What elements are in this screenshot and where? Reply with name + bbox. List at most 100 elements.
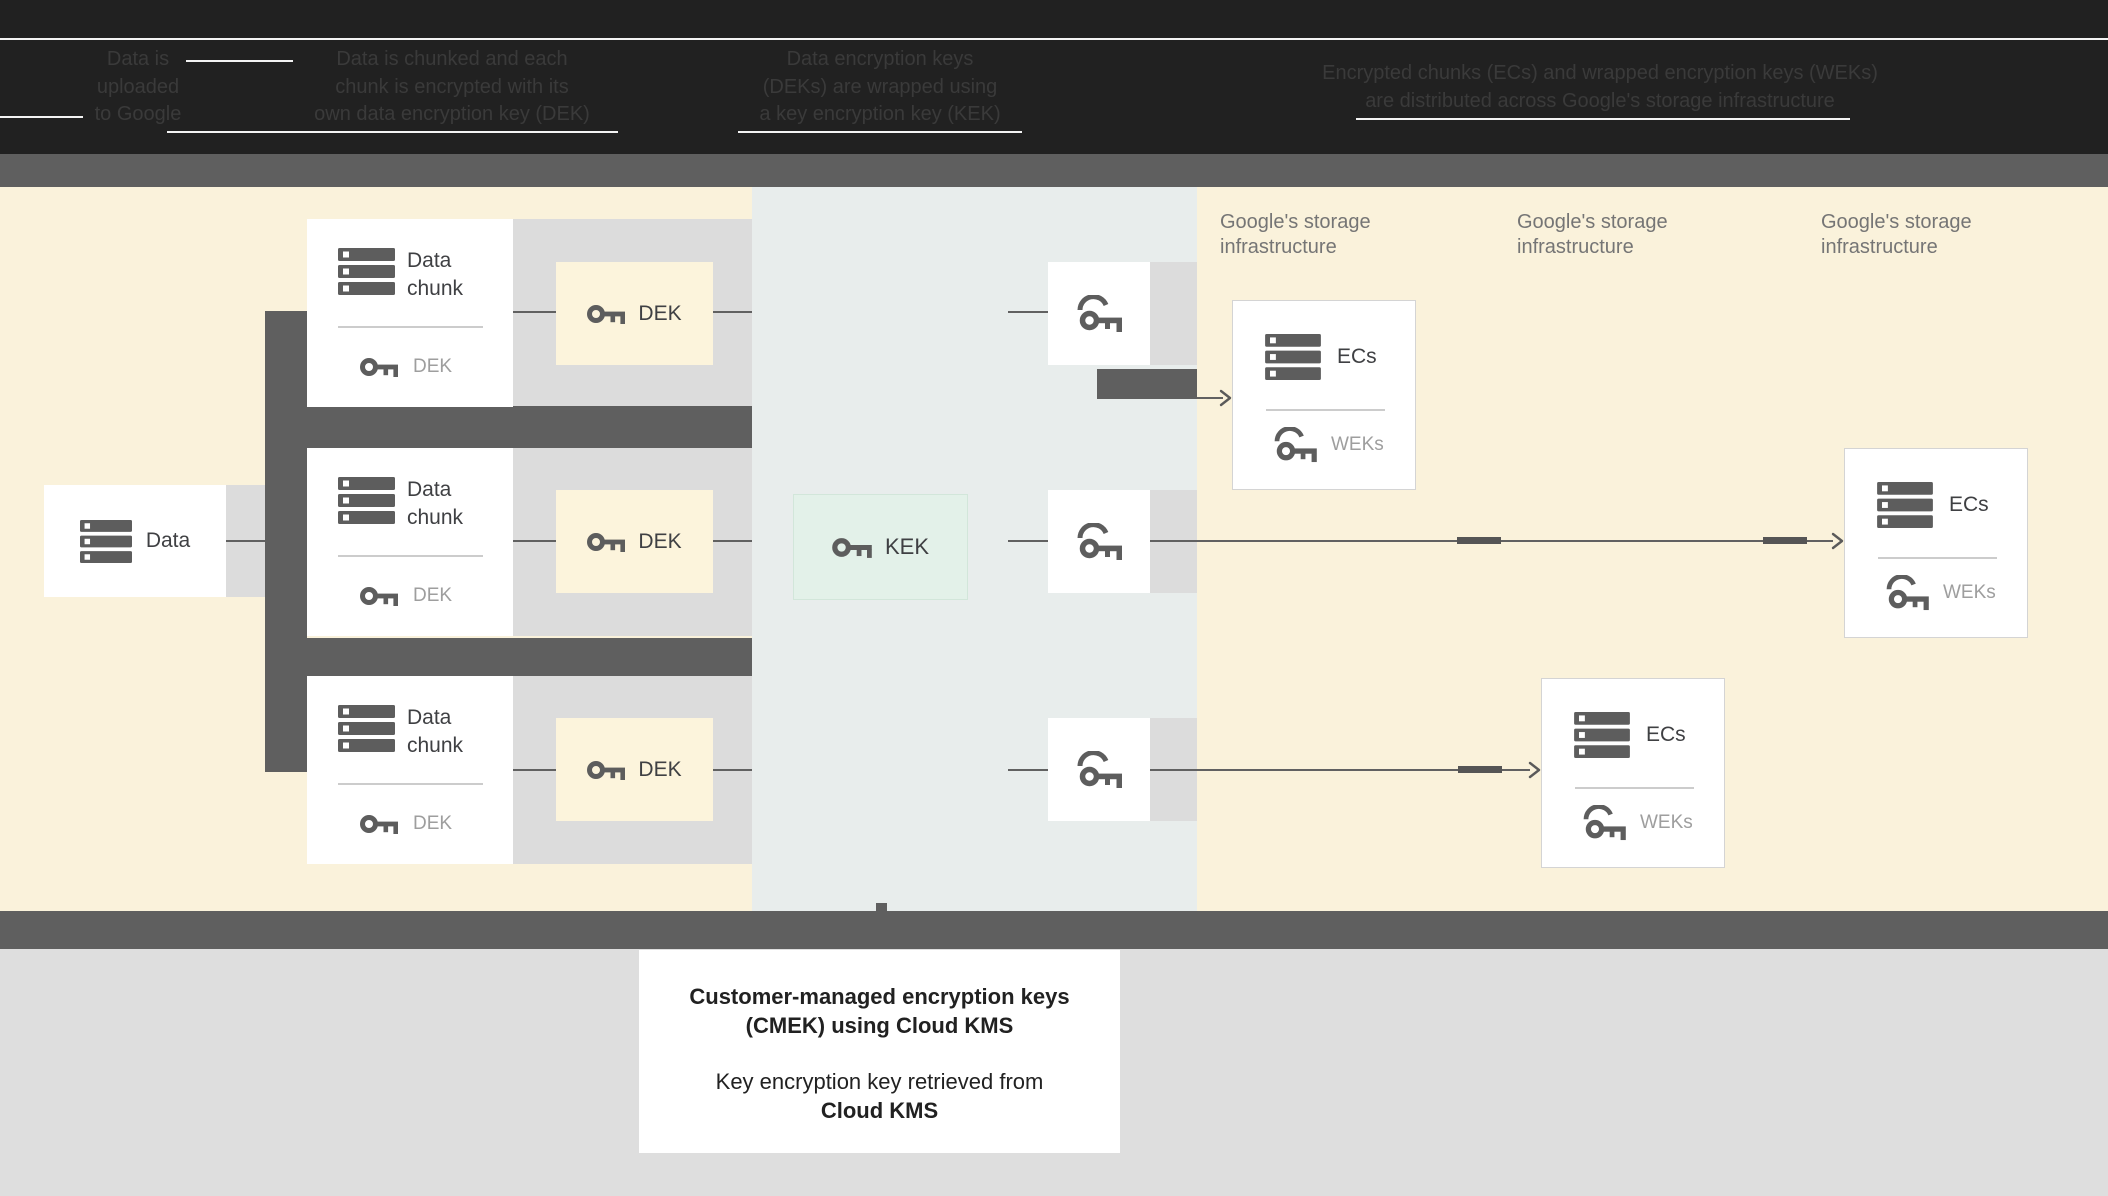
storage-infrastructure-label-2: Google's storage infrastructure (1517, 210, 1747, 260)
caption-spacer (639, 1040, 1120, 1067)
key-icon (360, 812, 398, 836)
header-caption-distribution: Encrypted chunks (ECs) and wrapped encry… (1290, 60, 1910, 115)
wrapped-key-bar (1097, 369, 1197, 399)
header-caption-upload: Data is uploaded to Google (38, 46, 238, 129)
chunk-label-line: chunk (407, 506, 464, 529)
key-icon (832, 535, 872, 560)
ecs-top-row: ECs (1574, 712, 1686, 758)
kms-caption-tab (876, 903, 887, 955)
ecs-box-1: ECs WEKs (1232, 300, 1416, 490)
storage-label-line: infrastructure (1220, 236, 1337, 258)
caption-line: a key encryption key (KEK) (759, 103, 1001, 125)
dek-card-1: DEK (556, 262, 713, 365)
card-divider (338, 555, 483, 557)
chunk-label-line: Data (407, 249, 452, 272)
storage-label-line: infrastructure (1517, 236, 1634, 258)
arrowhead-icon (1219, 389, 1232, 407)
card-divider (1266, 409, 1385, 411)
ecs-box-2: ECs WEKs (1844, 448, 2028, 638)
arrowhead-icon (1528, 761, 1541, 779)
caption-body-line: Key encryption key retrieved from (715, 1069, 1044, 1094)
caption-line: own data encryption key (DEK) (314, 103, 590, 125)
card-divider (1878, 557, 1997, 559)
fanout-horizontal-bar (265, 406, 752, 448)
chunk-dek-label: DEK (413, 585, 453, 606)
connector-stub-to-keybox (1008, 311, 1050, 313)
connector-dek-to-panel (713, 769, 752, 771)
wrapped-key-segment (1457, 537, 1501, 544)
server-icon (1265, 334, 1321, 380)
header-underline (1356, 118, 1850, 120)
arrow-line (1197, 397, 1223, 399)
header-strip (0, 0, 2108, 154)
card-divider (338, 326, 483, 328)
caption-title-line: Customer-managed encryption keys (689, 984, 1070, 1009)
caption-line: Data is chunked and each (336, 48, 568, 70)
caption-body-line: Cloud KMS (820, 1098, 939, 1123)
wrapped-key-icon (1076, 523, 1122, 561)
storage-infrastructure-label-1: Google's storage infrastructure (1220, 210, 1450, 260)
card-divider (338, 783, 483, 785)
caption-title-line: (CMEK) using Cloud KMS (745, 1013, 1014, 1038)
fanout-horizontal-bar (265, 638, 752, 676)
chunk-label-line: Data (407, 478, 452, 501)
connector-stub-to-keybox (1008, 540, 1050, 542)
connector-chunk-to-dek (513, 540, 556, 542)
wrapped-key-icon (1076, 751, 1122, 789)
chunk-label-line: chunk (407, 277, 464, 300)
key-icon (587, 758, 625, 782)
data-chunk-card-1: Data chunk DEK (307, 219, 513, 407)
dek-card-2: DEK (556, 490, 713, 593)
ecs-top-row: ECs (1265, 334, 1377, 380)
kek-card: KEK (793, 494, 968, 600)
chunk-label: Data chunk (407, 476, 463, 532)
server-icon (338, 477, 395, 524)
ecs-label: ECs (1646, 723, 1686, 746)
connector-data-to-bar (226, 540, 265, 542)
ecs-weks-row: WEKs (1273, 427, 1384, 463)
chunk-label: Data chunk (407, 704, 463, 760)
ecs-weks-row: WEKs (1885, 575, 1996, 611)
caption-line: to Google (94, 103, 182, 125)
key-icon (360, 355, 398, 379)
dek-label: DEK (638, 757, 682, 781)
chunk-dek-row: DEK (360, 584, 452, 608)
storage-infrastructure-label-3: Google's storage infrastructure (1821, 210, 2051, 260)
wrapped-key-box-2 (1048, 490, 1150, 593)
header-underline (186, 60, 293, 62)
server-icon (1574, 712, 1630, 758)
data-chunk-card-2: Data chunk DEK (307, 448, 513, 636)
wrapped-key-icon (1273, 427, 1317, 463)
header-artifact-line (0, 38, 2108, 40)
ecs-top-row: ECs (1877, 482, 1989, 528)
server-icon (80, 520, 132, 563)
caption-line: Data is (106, 48, 170, 70)
connector-dek-to-panel (713, 540, 752, 542)
ecs-label: ECs (1949, 493, 1989, 516)
weks-label: WEKs (1640, 812, 1693, 833)
data-box: Data (44, 485, 226, 597)
header-caption-wrapping: Data encryption keys (DEKs) are wrapped … (705, 46, 1055, 129)
key-icon (360, 584, 398, 608)
connector-chunk-to-dek (513, 769, 556, 771)
chunk-dek-label: DEK (413, 813, 453, 834)
key-icon (587, 302, 625, 326)
storage-label-line: Google's storage (1821, 211, 1972, 233)
header-caption-chunking: Data is chunked and each chunk is encryp… (277, 46, 627, 129)
kek-label: KEK (884, 534, 930, 559)
arrow-line (1150, 769, 1530, 771)
storage-label-line: infrastructure (1821, 236, 1938, 258)
header-underline (0, 116, 83, 118)
server-icon (338, 705, 395, 752)
connector-stub-to-keybox (1008, 769, 1050, 771)
dek-label: DEK (638, 301, 682, 325)
chunk-dek-row: DEK (360, 355, 452, 379)
server-icon (338, 248, 395, 295)
ecs-label: ECs (1337, 345, 1377, 368)
card-divider (1575, 787, 1694, 789)
connector-dek-to-panel (713, 311, 752, 313)
bottom-divider-bar (0, 911, 2108, 949)
header-underline (738, 131, 1022, 133)
ecs-weks-row: WEKs (1582, 805, 1693, 841)
